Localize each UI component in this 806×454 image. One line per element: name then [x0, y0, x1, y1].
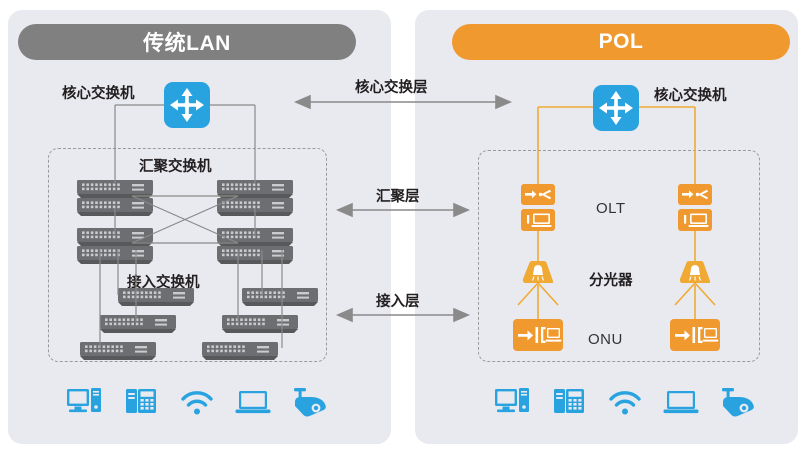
label-pol-olt: OLT	[596, 200, 626, 217]
wifi-icon[interactable]	[606, 386, 644, 420]
desktop-pc-icon[interactable]	[66, 386, 104, 420]
camera-icon[interactable]	[290, 386, 328, 420]
lan-core-switch-icon[interactable]	[164, 82, 210, 128]
label-lan-access-switch: 接入交换机	[127, 275, 200, 291]
lan-switch-zone	[48, 148, 327, 362]
header-traditional-lan: 传统LAN	[18, 24, 356, 60]
header-traditional-lan-text: 传统LAN	[143, 32, 231, 55]
pol-device-zone	[478, 150, 760, 362]
laptop-icon[interactable]	[234, 386, 272, 420]
label-lan-aggregation-switch: 汇聚交换机	[139, 159, 212, 175]
desktop-pc-icon[interactable]	[494, 386, 532, 420]
ip-phone-icon[interactable]	[122, 386, 160, 420]
camera-icon[interactable]	[718, 386, 756, 420]
wifi-icon[interactable]	[178, 386, 216, 420]
layer-label-access: 接入层	[376, 294, 420, 310]
laptop-icon[interactable]	[662, 386, 700, 420]
layer-label-core: 核心交换层	[355, 80, 428, 96]
pol-device-row	[494, 386, 756, 420]
label-lan-core-switch: 核心交换机	[62, 86, 135, 102]
label-pol-core-switch: 核心交换机	[654, 88, 727, 104]
header-pol: POL	[452, 24, 790, 60]
header-pol-text: POL	[598, 30, 644, 53]
layer-label-aggregation: 汇聚层	[376, 189, 420, 205]
lan-device-row	[66, 386, 328, 420]
label-pol-onu: ONU	[588, 331, 623, 348]
pol-core-switch-icon[interactable]	[593, 85, 639, 131]
label-pol-splitter: 分光器	[589, 273, 633, 289]
ip-phone-icon[interactable]	[550, 386, 588, 420]
